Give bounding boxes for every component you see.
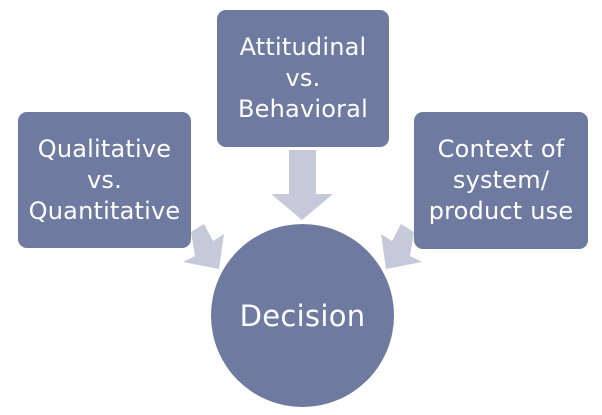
box-text-line: system/ [452, 166, 550, 194]
arrow-down-left-icon [381, 224, 422, 269]
context-of-use-box: Context of system/ product use [414, 112, 588, 249]
box-text-line: Quantitative [28, 196, 181, 225]
decision-label: Decision [239, 298, 366, 333]
box-text-line: Context of [437, 135, 565, 163]
arrow-down-icon [271, 150, 333, 220]
box-text-line: vs. [285, 64, 321, 92]
box-text-line: Behavioral [238, 95, 368, 123]
box-text-line: Attitudinal [239, 33, 367, 61]
box-text-line: Qualitative [37, 134, 172, 163]
decision-circle: Decision [211, 224, 394, 407]
arrow-down-right-icon [183, 224, 224, 269]
qualitative-vs-quantitative-box: Qualitative vs. Quantitative [18, 112, 191, 248]
box-text-line: vs. [87, 165, 122, 194]
box-text-line: product use [428, 197, 574, 225]
attitudinal-vs-behavioral-box: Attitudinal vs. Behavioral [217, 10, 389, 147]
